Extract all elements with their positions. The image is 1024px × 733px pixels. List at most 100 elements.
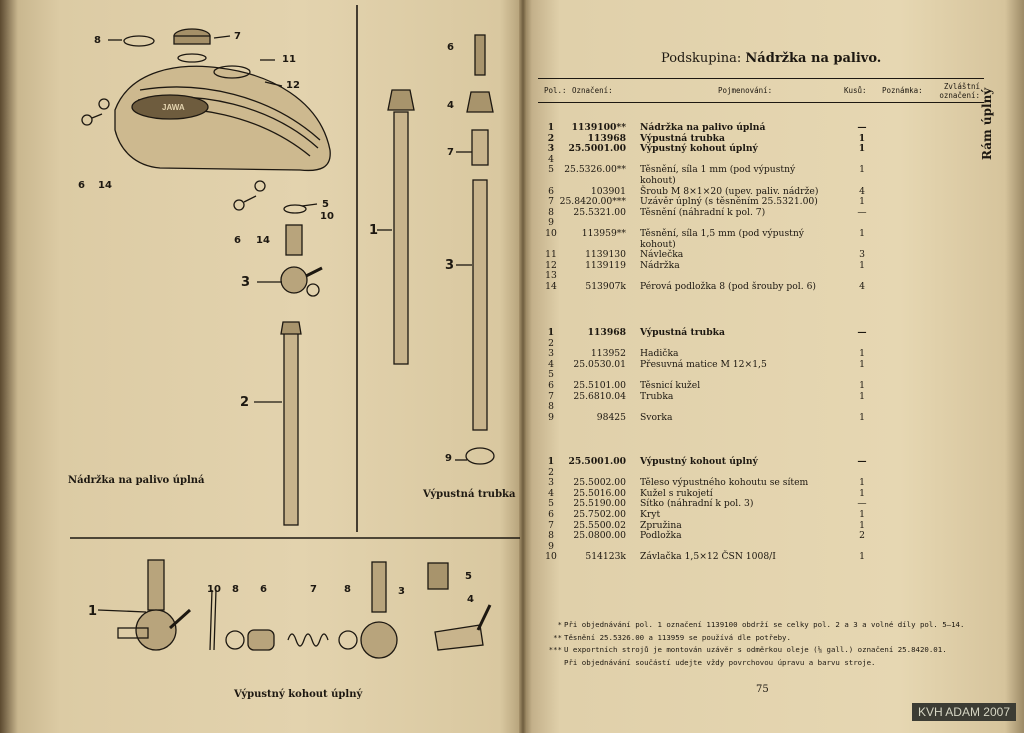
part-code: 98425 [596,411,626,423]
header-qty: Kusů: [844,86,867,95]
part-position: 4 [548,487,554,499]
part-code: 25.5001.00 [568,456,626,467]
part-position: 11 [545,249,557,261]
part-code: 25.0800.00 [573,530,626,542]
part-code: 25.6810.04 [573,390,626,402]
part-quantity: 1 [859,358,865,370]
part-quantity: — [857,456,867,467]
part-quantity: 1 [859,509,865,520]
part-code: 113952 [590,348,626,360]
part-quantity: 1 [859,164,865,176]
callout-tube-4: 4 [447,100,454,111]
part-name: Výpustná trubka [640,132,725,144]
part-quantity: — [857,206,867,218]
part-code: 1139130 [585,249,626,261]
header-pos: Pol.: [544,86,567,95]
part-position: 5 [548,369,554,381]
right-page-parts-list: Podskupina: Nádržka na palivo. Pol.: Ozn… [528,0,1016,733]
part-quantity: 4 [859,185,865,197]
part-name: Výpustná trubka [640,327,725,338]
callout-tube-6: 6 [447,42,454,53]
part-code: 25.0530.01 [573,358,626,370]
part-position: 3 [548,477,554,489]
part-position: 1 [547,122,555,133]
part-name: Hadička [640,348,679,360]
callout-14a: 14 [98,180,112,191]
callout-3: 3 [241,275,251,290]
callout-6b: 6 [234,235,241,246]
part-position: 8 [548,401,554,413]
part-name: kohout) [640,238,676,250]
part-code: 514123k [585,551,626,563]
caption-cock: Výpustný kohout úplný [234,689,363,700]
callout-tube-7: 7 [447,147,454,158]
title-main: Nádržka na palivo. [745,51,882,66]
part-position: 4 [548,358,554,370]
part-position: 13 [545,270,557,282]
part-position: 10 [545,228,557,239]
callout-cock-4: 4 [467,594,474,605]
part-position: 7 [548,519,554,531]
part-name: Pérová podložka 8 (pod šrouby pol. 6) [640,281,817,292]
part-position: 12 [545,259,557,271]
callout-14b: 14 [256,235,270,246]
part-quantity: 1 [859,390,865,402]
caption-tube: Výpustná trubka [423,489,516,500]
part-position: 9 [548,411,554,423]
part-quantity: 1 [859,196,865,208]
part-code: 25.5101.00 [573,380,626,391]
part-name: Uzávěr úplný (s těsněním 25.5321.00) [640,196,818,208]
part-position: 10 [545,551,557,563]
page-number: 75 [756,684,769,695]
part-position: 6 [548,509,554,520]
header-alt: Zvláštní označení: [939,82,980,100]
part-code: 25.5016.00 [573,487,626,499]
part-name: Kužel s rukojetí [640,487,713,499]
part-position: 2 [548,466,554,478]
part-code: 25.5326.00** [564,164,626,176]
callout-12: 12 [286,80,300,91]
footnote-mark: *** [548,645,562,654]
part-name: Svorka [640,411,673,423]
part-position: 3 [548,348,554,360]
callout-11: 11 [282,54,296,65]
part-quantity: — [857,498,867,510]
part-name: Podložka [640,530,682,542]
part-name: Těleso výpustného kohoutu se sítem [640,477,809,489]
tank-brand-text: JAWA [162,103,185,112]
part-code: 103901 [590,185,626,197]
part-quantity: 1 [859,551,865,563]
part-name: Sítko (náhradní k pol. 3) [640,498,754,510]
part-name: Těsnicí kužel [640,380,701,391]
callout-cock-3: 3 [398,586,405,597]
part-position: 5 [548,164,554,176]
part-name: Těsnění (náhradní k pol. 7) [640,206,766,218]
part-name: Návlečka [640,249,684,261]
part-quantity: 1 [859,228,865,239]
footnote-text: Při objednávání pol. 1 označení 1139100 … [564,620,965,629]
callout-7: 7 [234,31,241,42]
callout-tube-3: 3 [445,258,455,273]
part-code: 25.5190.00 [573,498,626,510]
part-quantity: 1 [859,348,865,360]
part-name: Kryt [640,509,661,520]
callout-6a: 6 [78,180,85,191]
book-spine [519,0,527,733]
part-position: 6 [548,185,554,197]
part-position: 6 [548,380,554,391]
part-quantity: 1 [859,259,865,271]
